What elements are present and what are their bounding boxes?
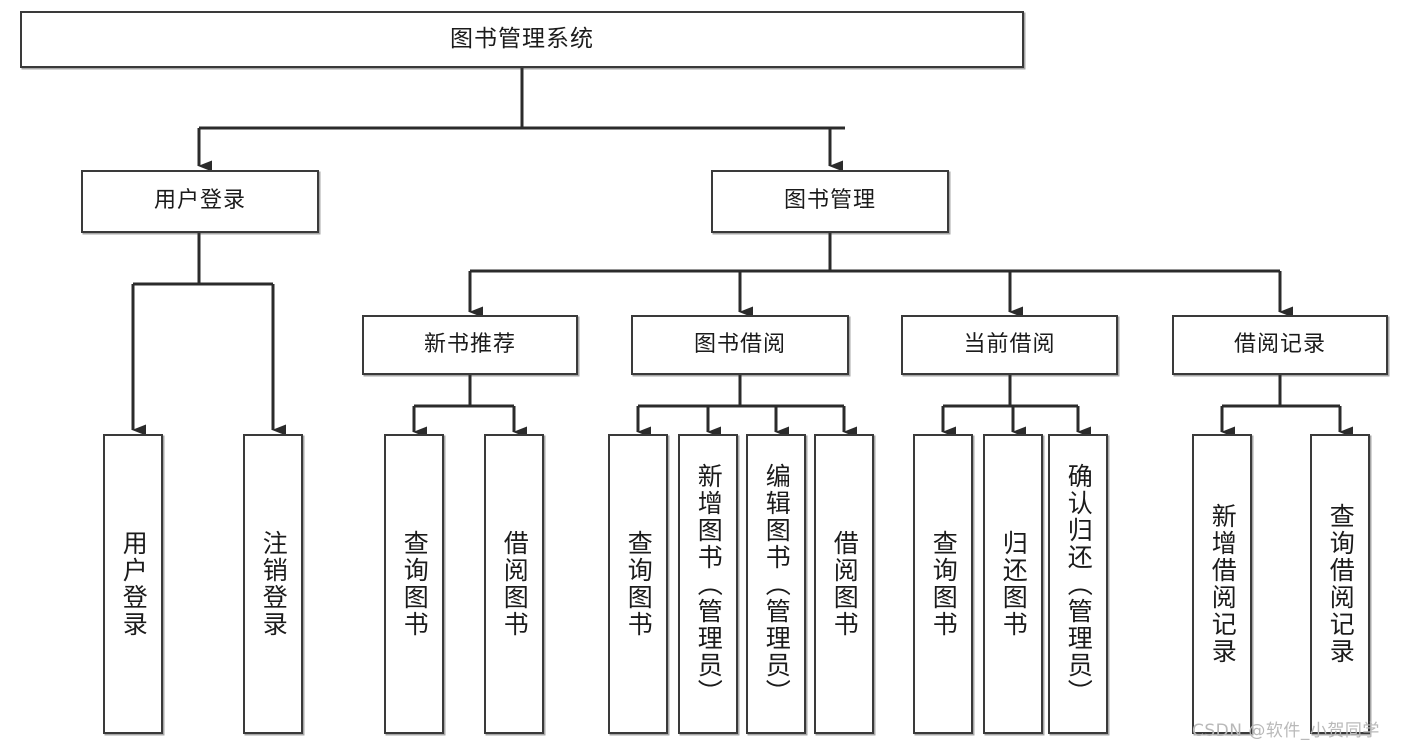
leaf-book-borrow-edit[interactable]: 编辑图书（管理员） bbox=[746, 434, 806, 734]
leaf-label: 借阅图书 bbox=[500, 530, 530, 638]
node-current-borrow-label: 当前借阅 bbox=[963, 331, 1056, 357]
leaf-borrow-record-query[interactable]: 查询借阅记录 bbox=[1310, 434, 1370, 734]
node-new-book-recommend[interactable]: 新书推荐 bbox=[362, 315, 578, 375]
node-book-management[interactable]: 图书管理 bbox=[711, 170, 949, 233]
node-root-system[interactable]: 图书管理系统 bbox=[20, 11, 1024, 68]
leaf-borrow-record-add[interactable]: 新增借阅记录 bbox=[1192, 434, 1252, 734]
leaf-label: 确认归还（管理员） bbox=[1064, 462, 1094, 706]
node-current-borrow[interactable]: 当前借阅 bbox=[901, 315, 1118, 375]
leaf-label: 查询借阅记录 bbox=[1326, 503, 1356, 665]
leaf-new-book-query[interactable]: 查询图书 bbox=[384, 434, 444, 734]
leaf-label: 借阅图书 bbox=[830, 530, 860, 638]
leaf-current-borrow-confirm-return[interactable]: 确认归还（管理员） bbox=[1048, 434, 1108, 734]
leaf-label: 查询图书 bbox=[929, 530, 959, 638]
leaf-label: 编辑图书（管理员） bbox=[762, 462, 792, 706]
leaf-label: 用户登录 bbox=[119, 530, 149, 638]
leaf-new-book-borrow[interactable]: 借阅图书 bbox=[484, 434, 544, 734]
leaf-user-login-login[interactable]: 用户登录 bbox=[103, 434, 163, 734]
leaf-label: 查询图书 bbox=[624, 530, 654, 638]
node-user-login-label: 用户登录 bbox=[153, 188, 246, 214]
node-new-book-recommend-label: 新书推荐 bbox=[423, 331, 516, 357]
node-user-login[interactable]: 用户登录 bbox=[81, 170, 319, 233]
leaf-label: 注销登录 bbox=[259, 530, 289, 638]
node-borrow-record[interactable]: 借阅记录 bbox=[1172, 315, 1388, 375]
leaf-current-borrow-return[interactable]: 归还图书 bbox=[983, 434, 1043, 734]
leaf-label: 查询图书 bbox=[400, 530, 430, 638]
node-book-borrow[interactable]: 图书借阅 bbox=[631, 315, 849, 375]
node-book-management-label: 图书管理 bbox=[783, 188, 876, 214]
leaf-user-login-logout[interactable]: 注销登录 bbox=[243, 434, 303, 734]
leaf-book-borrow-borrow[interactable]: 借阅图书 bbox=[814, 434, 874, 734]
node-book-borrow-label: 图书借阅 bbox=[693, 331, 786, 357]
leaf-label: 新增图书（管理员） bbox=[694, 462, 724, 706]
node-borrow-record-label: 借阅记录 bbox=[1233, 331, 1326, 357]
csdn-watermark: CSDN @软件_小贺同学 bbox=[1192, 721, 1380, 741]
leaf-book-borrow-query[interactable]: 查询图书 bbox=[608, 434, 668, 734]
node-root-label: 图书管理系统 bbox=[450, 25, 594, 52]
leaf-book-borrow-add[interactable]: 新增图书（管理员） bbox=[678, 434, 738, 734]
leaf-label: 归还图书 bbox=[999, 530, 1029, 638]
leaf-current-borrow-query[interactable]: 查询图书 bbox=[913, 434, 973, 734]
leaf-label: 新增借阅记录 bbox=[1208, 503, 1238, 665]
